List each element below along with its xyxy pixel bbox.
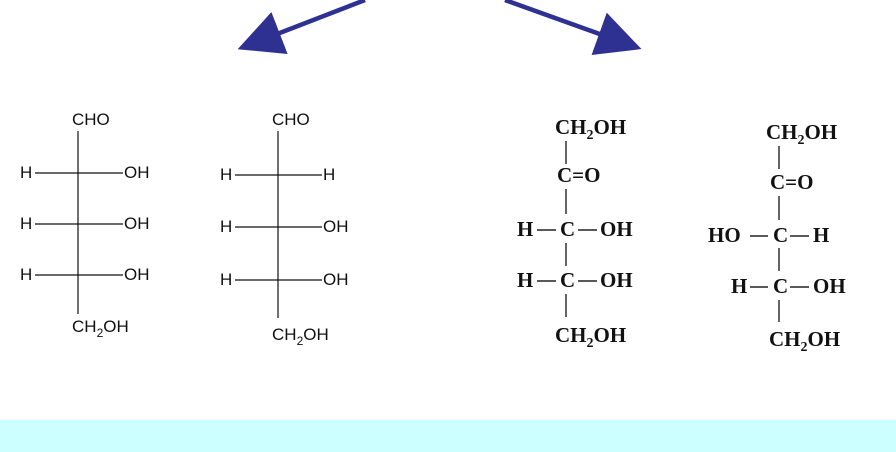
aldose-2-row-3-left: H xyxy=(220,270,232,289)
aldose-2-row-2-left: H xyxy=(220,217,232,236)
ketose-1-bottom-label: CH2OH xyxy=(555,323,626,351)
aldose-1-bottom-label: CH2OH xyxy=(72,317,129,340)
ketose-1-row-1-right: OH xyxy=(600,217,633,241)
aldose-1-row-3-left: H xyxy=(20,265,32,284)
aldose-1-row-1-right: OH xyxy=(124,163,150,182)
aldose-2-row-2-right: OH xyxy=(323,217,349,236)
ketose-1-row-2-center: C xyxy=(560,268,575,292)
aldose-2-row-1-left: H xyxy=(220,165,232,184)
aldose-2-row-1-right: H xyxy=(323,165,335,184)
ketose-structure-1: CH2OH C=O H C OH H C OH CH2OH xyxy=(517,115,633,351)
aldose-1-row-1-left: H xyxy=(20,163,32,182)
aldose-2-bottom-label: CH2OH xyxy=(272,325,329,348)
ketose-1-row-1-center: C xyxy=(560,217,575,241)
aldose-2-top-label: CHO xyxy=(272,110,310,129)
ketose-2-row-2-right: OH xyxy=(813,274,846,298)
ketose-2-row-1-left: HO xyxy=(708,223,741,247)
ketose-1-row-2-right: OH xyxy=(600,268,633,292)
ketose-1-row-2-left: H xyxy=(517,268,533,292)
ketose-2-row-1-center: C xyxy=(773,223,788,247)
aldose-1-row-3-right: OH xyxy=(124,265,150,284)
ketose-2-row-2-left: H xyxy=(731,274,747,298)
ketose-2-carbonyl: C=O xyxy=(770,170,813,194)
left-arrow xyxy=(237,0,366,55)
ketose-2-row-2-center: C xyxy=(773,274,788,298)
aldose-structure-1: CHO H OH H OH H OH CH2OH xyxy=(20,110,150,340)
aldose-structure-2: CHO H H H OH H OH CH2OH xyxy=(220,110,349,348)
ketose-2-bottom-label: CH2OH xyxy=(769,327,840,355)
ketose-structure-2: CH2OH C=O HO C H H C OH CH2OH xyxy=(708,120,846,355)
bottom-highlight-bar xyxy=(0,420,896,452)
aldose-1-row-2-right: OH xyxy=(124,214,150,233)
ketose-1-top-label: CH2OH xyxy=(555,115,626,143)
aldose-2-row-3-right: OH xyxy=(323,270,349,289)
ketose-1-row-1-left: H xyxy=(517,217,533,241)
ketose-1-carbonyl: C=O xyxy=(557,163,600,187)
right-arrow xyxy=(504,0,642,55)
aldose-1-top-label: CHO xyxy=(72,110,110,129)
ketose-2-top-label: CH2OH xyxy=(766,120,837,148)
ketose-2-row-1-right: H xyxy=(813,223,829,247)
aldose-1-row-2-left: H xyxy=(20,214,32,233)
